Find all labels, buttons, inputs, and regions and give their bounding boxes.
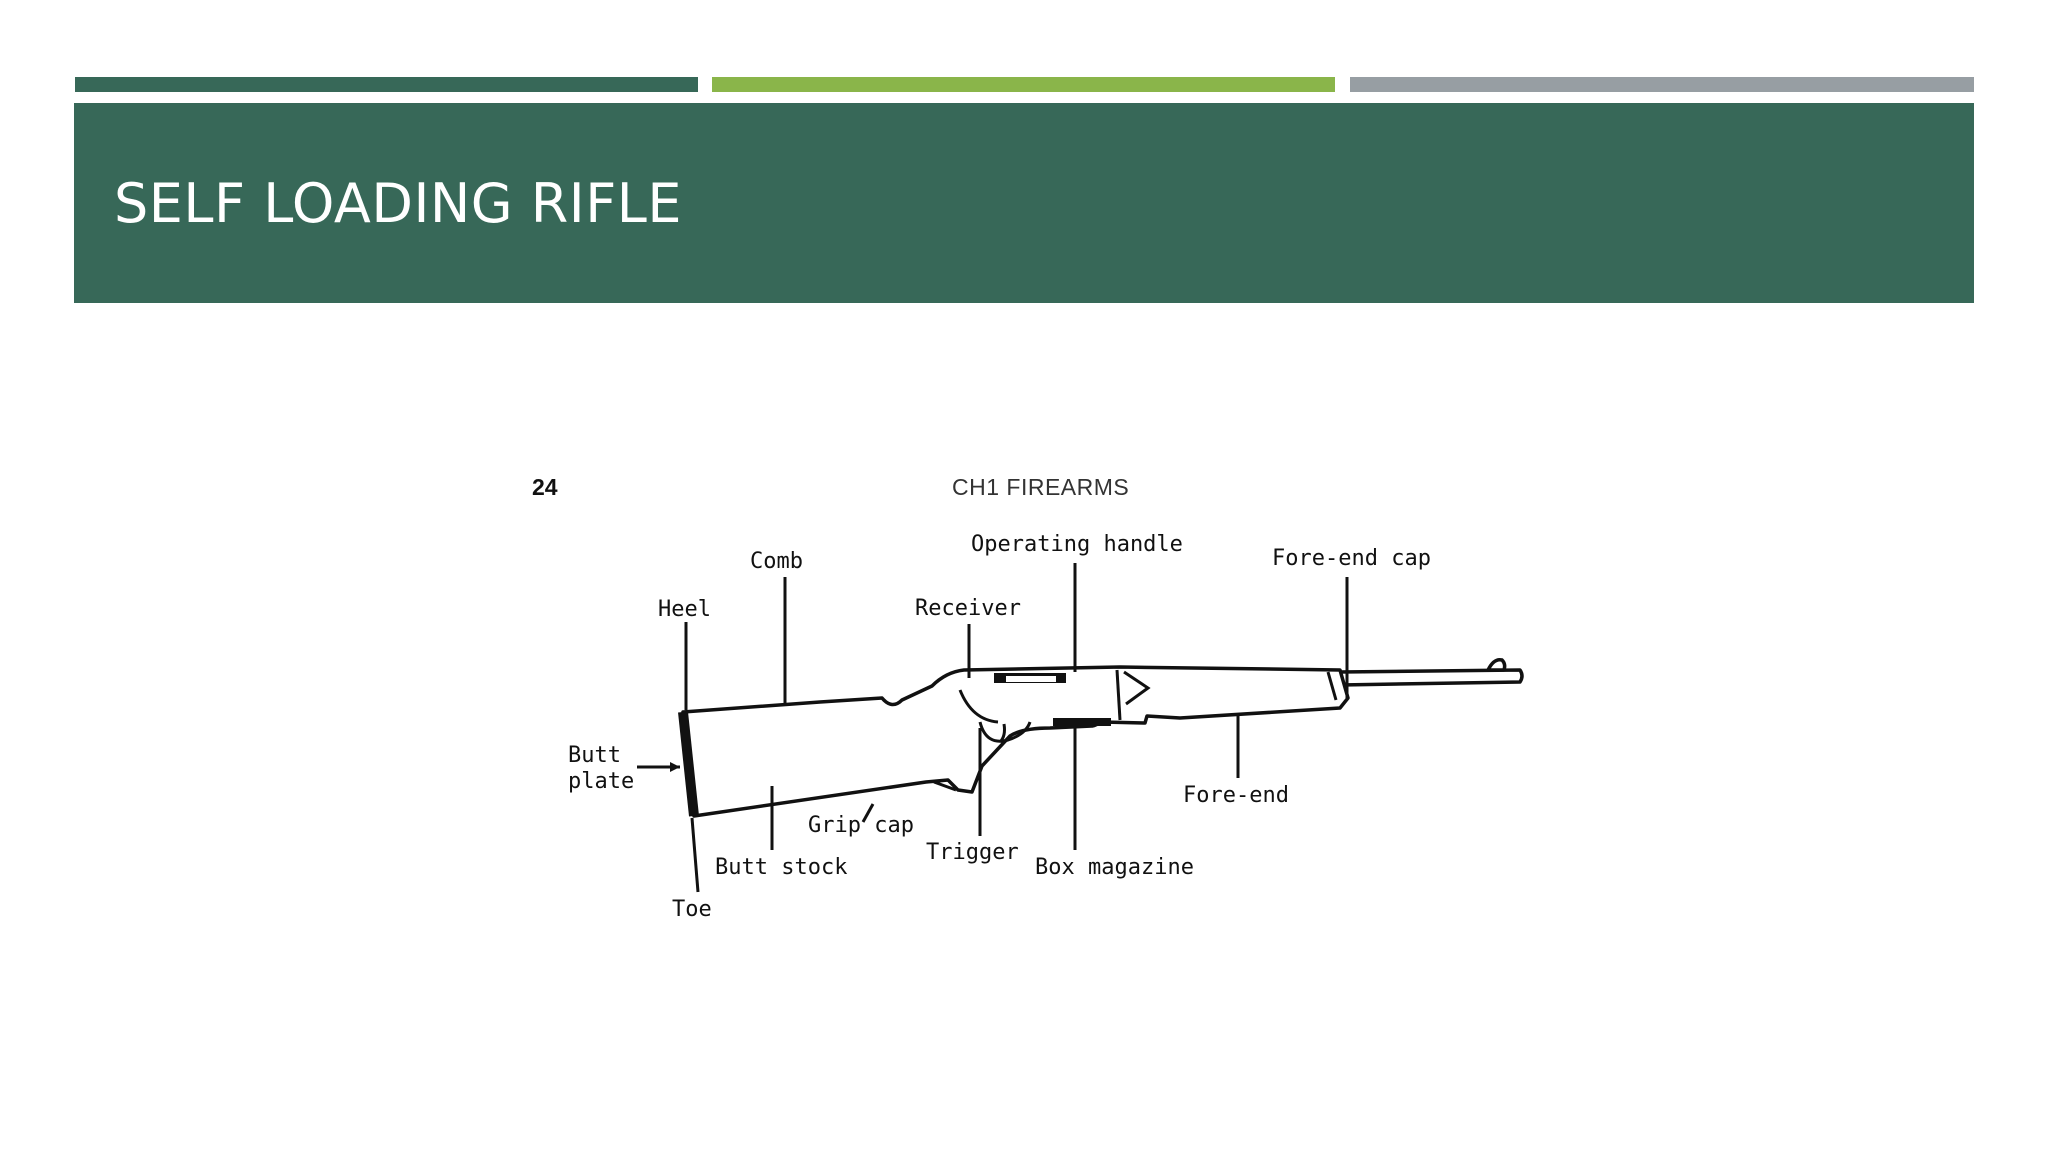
accent-bar-dark-green bbox=[75, 77, 698, 92]
label-comb: Comb bbox=[750, 549, 803, 574]
accent-bar-gray bbox=[1350, 77, 1974, 92]
label-heel: Heel bbox=[658, 597, 711, 622]
box-magazine-shape bbox=[1053, 718, 1111, 726]
operating-slot-inner bbox=[1006, 676, 1056, 682]
rifle-diagram: 24 CH1 FIREARMS bbox=[520, 460, 1540, 940]
butt-plate-arrowhead bbox=[670, 762, 680, 772]
grip-cap-shape bbox=[933, 780, 957, 792]
toe-leader bbox=[690, 817, 700, 893]
trigger-guard bbox=[978, 721, 1032, 743]
page-number: 24 bbox=[532, 474, 558, 500]
label-butt-stock: Butt stock bbox=[715, 855, 847, 880]
receiver-edge bbox=[958, 689, 999, 724]
grip-cap-leader bbox=[861, 803, 875, 823]
title-band: SELF LOADING RIFLE bbox=[74, 103, 1974, 303]
fore-end-joint bbox=[1123, 670, 1151, 706]
receiver-rear-line bbox=[1115, 669, 1122, 721]
fore-end-cap-shape bbox=[1326, 671, 1338, 701]
front-sight bbox=[1486, 657, 1507, 672]
rifle-diagram-svg: 24 CH1 FIREARMS bbox=[532, 474, 1524, 922]
label-fore-end-cap: Fore-end cap bbox=[1272, 546, 1431, 571]
label-grip-cap: Grip cap bbox=[808, 813, 914, 838]
rifle-illustration bbox=[678, 657, 1524, 818]
label-operating-handle: Operating handle bbox=[971, 532, 1183, 557]
label-butt-plate-line2: plate bbox=[568, 769, 634, 794]
rifle-body bbox=[681, 665, 1350, 818]
accent-bar-lime bbox=[712, 77, 1335, 92]
label-fore-end: Fore-end bbox=[1183, 783, 1289, 808]
label-butt-plate-line1: Butt bbox=[568, 743, 621, 768]
label-toe: Toe bbox=[672, 897, 712, 922]
label-trigger: Trigger bbox=[926, 840, 1019, 865]
slide-title: SELF LOADING RIFLE bbox=[114, 171, 682, 235]
label-box-magazine: Box magazine bbox=[1035, 855, 1194, 880]
label-receiver: Receiver bbox=[915, 596, 1021, 621]
butt-plate-shape bbox=[678, 711, 699, 817]
leader-lines bbox=[637, 563, 1349, 893]
barrel bbox=[1338, 668, 1524, 687]
running-head: CH1 FIREARMS bbox=[952, 474, 1129, 500]
trigger-shape bbox=[998, 723, 1006, 744]
